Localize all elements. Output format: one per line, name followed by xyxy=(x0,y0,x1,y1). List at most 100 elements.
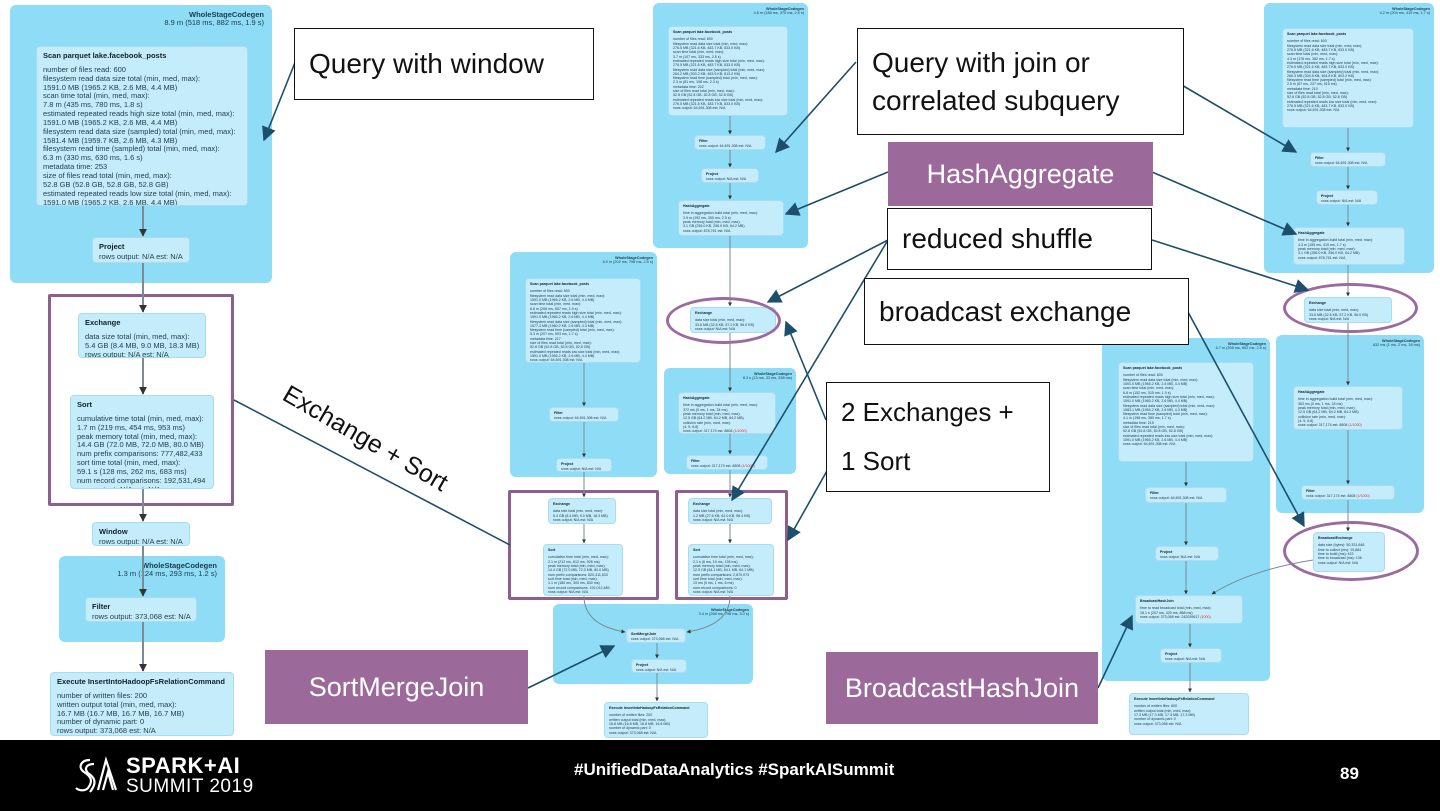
node-metric: 1.1 m (180 ms, 300 ms, 830 ms) xyxy=(548,581,600,586)
node-metric: 7.8 m (435 ms, 780 ms, 1.8 s) xyxy=(43,100,143,110)
node-metric: rows output: 317,174 est: 8808 (1/1000) xyxy=(683,429,747,434)
node-metric: collision rate (min, med, max): xyxy=(1298,414,1346,419)
node-metric: num record comparisons: 192,531,494 xyxy=(77,475,206,485)
node-metric: 264.2 MB (303.2 KB, 463.5 KB, 813.2 KB) xyxy=(673,71,741,76)
node-metric: peak memory total (min, med, max): xyxy=(683,219,741,224)
node-metric: 2.1 s (6 ms, 10 ms, 128 ms) xyxy=(693,559,738,564)
node-metric: filesystem read data size (sampled) tota… xyxy=(43,126,236,136)
hash-aggregate-node[interactable]: HashAggregate time in aggregation build t… xyxy=(1293,386,1403,430)
node-metric: 1591.0 MB (1965.2 KB, 2.6 MB, 4.4 MB) xyxy=(43,117,178,127)
node-metric: rows output: N/A est: N/A xyxy=(1160,555,1201,560)
node-metric: num prefix comparisons: 2,870,073 xyxy=(693,572,750,577)
spark-ai-summit-logo: SPARK+AI SUMMIT 2019 xyxy=(72,754,254,796)
node-metric: size of files read total (min, med, max)… xyxy=(1287,91,1349,96)
callout-line xyxy=(233,399,511,546)
node-metric: 4.1 m (198 ms, 380 ms, 1.7 s) xyxy=(1123,416,1171,421)
node-metric: 3.9 m (192 ms, 350 ms, 2.5 s) xyxy=(683,215,731,220)
insert-command-node[interactable]: Execute InsertIntoHadoopFsRelationComman… xyxy=(1129,693,1249,735)
hash-aggregate-node[interactable]: HashAggregate time in aggregation build t… xyxy=(1293,227,1405,265)
node-metric: rows output: 878,761 est: N/A xyxy=(1298,255,1346,260)
node-title: Filter xyxy=(1150,491,1159,495)
exchange-node[interactable]: Exchange data size total (min, med, max):… xyxy=(78,313,206,358)
node-metric: 3.7 m (107 ms, 333 ms, 2.5 s) xyxy=(673,54,721,59)
node-metric: estimated repeated reads low size total … xyxy=(1123,433,1214,438)
node-title: Exchange xyxy=(85,318,121,327)
node-metric: filesystem read data size total (min, me… xyxy=(530,293,606,298)
insert-command-node[interactable]: Execute InsertIntoHadoopFsRelationComman… xyxy=(50,672,234,736)
node-metric: filesystem read data size total (min, me… xyxy=(673,41,749,46)
insert-command-node[interactable]: Execute InsertIntoHadoopFsRelationComman… xyxy=(604,702,708,738)
node-metric: scan time total (min, med, max): xyxy=(530,302,582,307)
node-metric: 6.8 m (152 ms, 515 ms, 1.9 s) xyxy=(1123,390,1171,395)
stage-header: WholeStageCodegen 4.2 m (204 ms, 419 ms,… xyxy=(1379,7,1430,16)
node-metric: data size total (min, med, max): xyxy=(85,331,190,341)
node-metric: time in aggregation build total (min, me… xyxy=(1298,397,1373,402)
node-title: HashAggregate xyxy=(1298,390,1325,394)
node-metric: 52.8 GB (52.8 GB, 52.8 GB, 52.8 GB) xyxy=(43,179,169,189)
node-title: Scan parquet lake.facebook_posts xyxy=(530,282,590,286)
estimate-ratio: (1/1000) xyxy=(732,429,747,434)
node-metric: rows output: 64,691,308 est: N/A xyxy=(554,416,607,421)
node-metric: 52.8 GB (52.8 GB, 52.8 GB, 52.8 GB) xyxy=(1287,95,1348,100)
node-title: HashAggregate xyxy=(1298,231,1325,235)
node-title: Project xyxy=(706,172,719,176)
node-metric: 52.8 GB (52.8 GB, 52.8 GB, 52.8 GB) xyxy=(1123,429,1184,434)
node-metric: estimated repeated reads low size total … xyxy=(43,188,232,198)
node-metric: number of dynamic part: 0 xyxy=(57,717,145,727)
node-metric: rows output: 317,174 est: 8808 (1/1000) xyxy=(1306,494,1370,499)
node-title: Sort xyxy=(548,548,556,552)
node-metric: number of files read: 600 xyxy=(1287,39,1327,44)
node-title: Scan parquet lake.facebook_posts xyxy=(1287,32,1347,36)
node-metric: time in aggregation build total (min, me… xyxy=(1298,238,1373,243)
node-metric: rows output: 64,691,308 est: N/A xyxy=(1315,161,1368,166)
node-title: Project xyxy=(561,462,574,466)
callout-reduced-shuffle: reduced shuffle xyxy=(887,208,1152,270)
node-metric: 1581.4 MB (1959.7 KB, 2.6 MB, 4.3 MB) xyxy=(43,135,178,145)
node-metric: 2.1 m (212 ms, 612 ms, 926 ms) xyxy=(548,559,600,564)
node-metric: 52.8 GB (52.8 GB, 52.8 GB, 52.8 GB) xyxy=(530,345,591,350)
node-metric: filesystem read time (sampled) total (mi… xyxy=(673,76,758,81)
node-metric: number of dynamic part: 0 xyxy=(609,726,651,731)
node-title: Scan parquet lake.facebook_posts xyxy=(1123,366,1183,370)
node-title: Execute InsertIntoHadoopFsRelationComman… xyxy=(57,677,225,686)
node-metric: 1591.0 MB (1965.2 KB, 2.6 MB, 4.4 MB) xyxy=(530,315,595,320)
node-metric: metadata time: 253 xyxy=(43,162,108,172)
node-metric: 276.5 MB (321.6 KB, 483.7 KB, 833.0 KB) xyxy=(673,102,741,106)
node-metric: estimated repeated reads low size total … xyxy=(530,349,621,354)
node-metric: 3.1 GB (256.0 KB, 256.0 KB, 64.2 MB) xyxy=(1298,251,1360,256)
node-title: Scan parquet lake.facebook_posts xyxy=(673,30,733,34)
reduced-shuffle-ellipse xyxy=(1283,283,1418,333)
node-metric: sort time total (min, med, max): xyxy=(548,576,598,581)
node-metric: 1591.0 MB (1965.2 KB, 2.6 MB, 4.4 MB) xyxy=(530,354,595,358)
node-metric: rows output: 64,691,308 est: N/A xyxy=(1287,108,1340,113)
